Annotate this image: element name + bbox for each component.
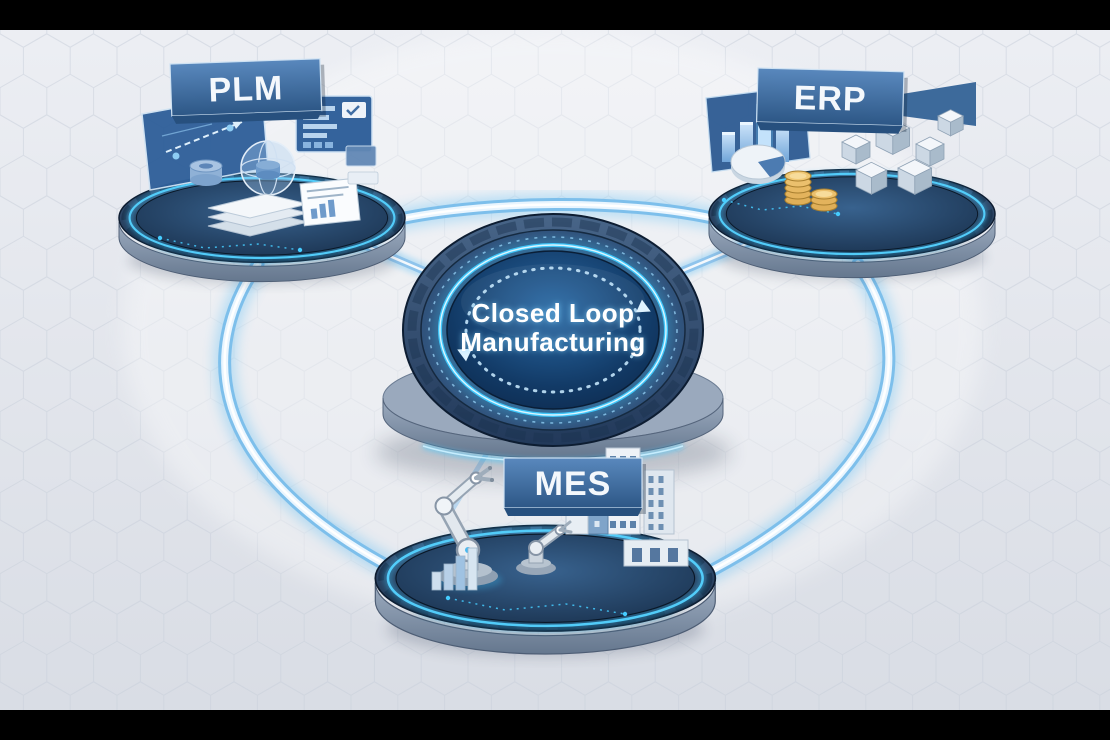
cubes-icon [841, 82, 976, 196]
wireframe-sphere-icon [240, 140, 296, 196]
hub-arrow-right-icon [636, 299, 651, 313]
mes-dotted-trace [447, 597, 626, 615]
plm-dotted-trace [159, 237, 301, 251]
pie-chart-icon [730, 144, 786, 184]
hub-title-line1: Closed Loop [472, 298, 635, 328]
plm-label: PLM [208, 69, 284, 110]
hub-dotted-ring [464, 266, 642, 394]
document-stack-icon [207, 193, 309, 237]
coin-stacks-icon [784, 170, 838, 212]
mini-bar-chart-icon [431, 547, 478, 591]
small-robot-arm-icon [516, 520, 573, 575]
report-page-icon [299, 177, 361, 227]
mes-label-banner: MES [503, 457, 646, 516]
tube-plm-erp [354, 193, 753, 239]
tube-erp-mes [657, 253, 900, 603]
hub-face [446, 250, 660, 410]
chip-icon [345, 145, 379, 185]
erp-platform [709, 169, 995, 279]
central-hub: Closed Loop Manufacturing [375, 213, 731, 482]
hub-arrow-left-icon [457, 348, 472, 362]
loop-tubes [213, 193, 900, 603]
machined-part-icon [189, 159, 223, 186]
erp-label-banner: ERP [755, 67, 908, 134]
hub-title-line2: Manufacturing [460, 327, 646, 357]
letterbox-bottom [0, 710, 1110, 740]
letterbox-top [0, 0, 1110, 30]
plm-label-banner: PLM [169, 58, 326, 124]
erp-label: ERP [793, 79, 867, 119]
tube-plm-mes [213, 253, 436, 596]
mes-label: MES [535, 465, 612, 503]
